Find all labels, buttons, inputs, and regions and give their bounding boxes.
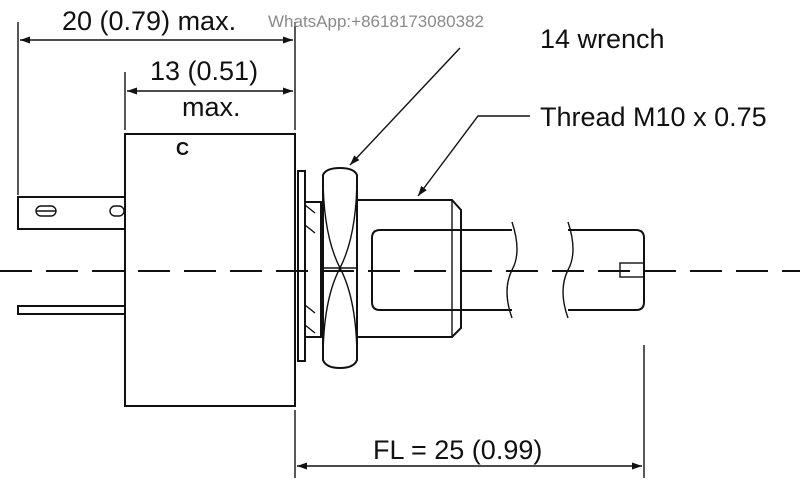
- solder-terminal-top: [17, 196, 126, 230]
- wrench-leader: [349, 47, 461, 166]
- extension-lines: [17, 22, 645, 478]
- dimension-body-length: 13 (0.51) max.: [127, 56, 293, 122]
- thread-label: Thread M10 x 0.75: [540, 102, 767, 132]
- lock-washer: [297, 170, 316, 362]
- body-length-label: 13 (0.51): [150, 56, 258, 86]
- hex-nut: [322, 166, 358, 370]
- flat-washer: [304, 201, 322, 338]
- wrench-label: 14 wrench: [540, 24, 665, 54]
- potentiometer-body: C: [124, 133, 296, 407]
- watermark-text: WhatsApp:+8618173080382: [268, 12, 484, 31]
- overall-length-label: 20 (0.79) max.: [62, 6, 236, 36]
- thread-leader: [417, 115, 530, 197]
- threaded-bushing: [357, 199, 462, 338]
- body-length-suffix: max.: [182, 92, 241, 122]
- shaft: [371, 221, 645, 319]
- flat-length-label: FL = 25 (0.99): [373, 435, 542, 465]
- dimension-flat-length: FL = 25 (0.99): [297, 435, 642, 470]
- solder-terminal-bottom: [17, 305, 126, 315]
- dimension-overall-length: 20 (0.79) max.: [20, 6, 293, 44]
- body-mark: C: [176, 139, 189, 159]
